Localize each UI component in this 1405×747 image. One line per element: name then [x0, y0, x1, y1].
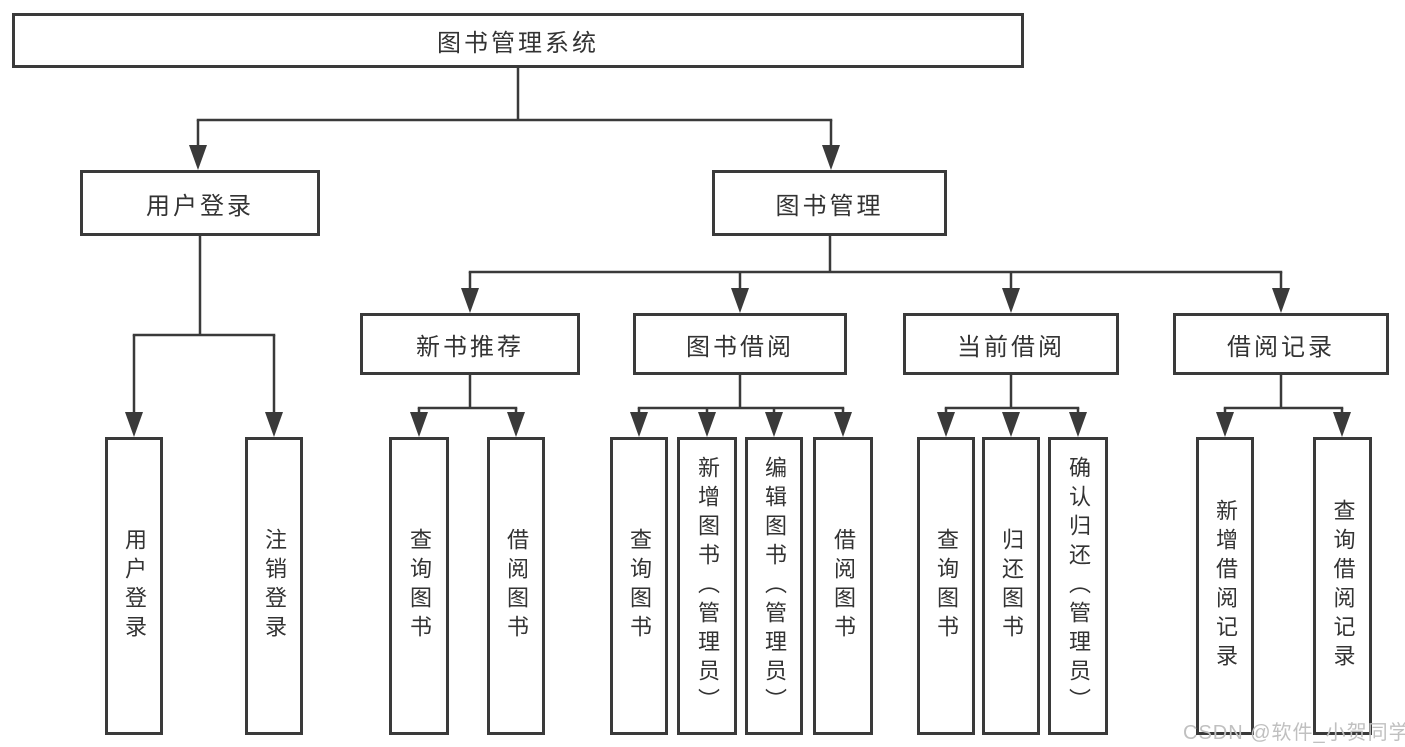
leaf-add-book-admin: 新增图书（管理员）	[677, 437, 737, 735]
arrow-down-icon	[731, 288, 749, 313]
leaf-label: 用户登录	[122, 528, 147, 644]
leaf-label: 查询图书	[627, 528, 652, 644]
arrow-down-icon	[630, 412, 648, 437]
arrow-down-icon	[507, 412, 525, 437]
node-library-system: 图书管理系统	[12, 13, 1024, 68]
arrow-down-icon	[461, 288, 479, 313]
arrow-down-icon	[937, 412, 955, 437]
leaf-label: 查询图书	[407, 528, 432, 644]
watermark: CSDN @软件_小贺同学	[1183, 722, 1405, 744]
leaf-label: 编辑图书（管理员）	[762, 455, 787, 717]
leaf-user-login: 用户登录	[105, 437, 163, 735]
leaf-add-borrow-record: 新增借阅记录	[1196, 437, 1254, 735]
leaf-label: 新增借阅记录	[1213, 499, 1238, 673]
leaf-label: 注销登录	[262, 528, 287, 644]
node-book-borrow: 图书借阅	[633, 313, 847, 375]
node-borrow-records: 借阅记录	[1173, 313, 1389, 375]
leaf-label: 查询图书	[934, 528, 959, 644]
leaf-label: 确认归还（管理员）	[1066, 455, 1091, 717]
node-new-book-recommend: 新书推荐	[360, 313, 580, 375]
leaf-label: 新增图书（管理员）	[695, 455, 720, 717]
leaf-query-books: 查询图书	[389, 437, 449, 735]
leaf-label: 借阅图书	[831, 528, 856, 644]
arrow-down-icon	[1272, 288, 1290, 313]
leaf-query-borrow-record: 查询借阅记录	[1313, 437, 1372, 735]
leaf-label: 归还图书	[999, 528, 1024, 644]
arrow-down-icon	[189, 145, 207, 170]
arrow-down-icon	[1069, 412, 1087, 437]
arrow-down-icon	[265, 412, 283, 437]
leaf-label: 借阅图书	[504, 528, 529, 644]
arrow-down-icon	[1002, 288, 1020, 313]
arrow-down-icon	[698, 412, 716, 437]
arrow-down-icon	[834, 412, 852, 437]
node-current-borrow: 当前借阅	[903, 313, 1119, 375]
arrow-down-icon	[1216, 412, 1234, 437]
leaf-edit-book-admin: 编辑图书（管理员）	[745, 437, 803, 735]
leaf-query-books: 查询图书	[610, 437, 668, 735]
leaf-label: 查询借阅记录	[1330, 499, 1356, 673]
leaf-borrow-books: 借阅图书	[487, 437, 545, 735]
leaf-return-books: 归还图书	[982, 437, 1040, 735]
leaf-borrow-books: 借阅图书	[813, 437, 873, 735]
arrow-down-icon	[410, 412, 428, 437]
arrow-down-icon	[1002, 412, 1020, 437]
leaf-confirm-return-admin: 确认归还（管理员）	[1048, 437, 1108, 735]
arrow-down-icon	[125, 412, 143, 437]
leaf-query-books: 查询图书	[917, 437, 975, 735]
leaf-logout: 注销登录	[245, 437, 303, 735]
node-user-login: 用户登录	[80, 170, 320, 236]
arrow-down-icon	[765, 412, 783, 437]
arrow-down-icon	[1333, 412, 1351, 437]
node-book-management: 图书管理	[712, 170, 947, 236]
arrow-down-icon	[822, 145, 840, 170]
